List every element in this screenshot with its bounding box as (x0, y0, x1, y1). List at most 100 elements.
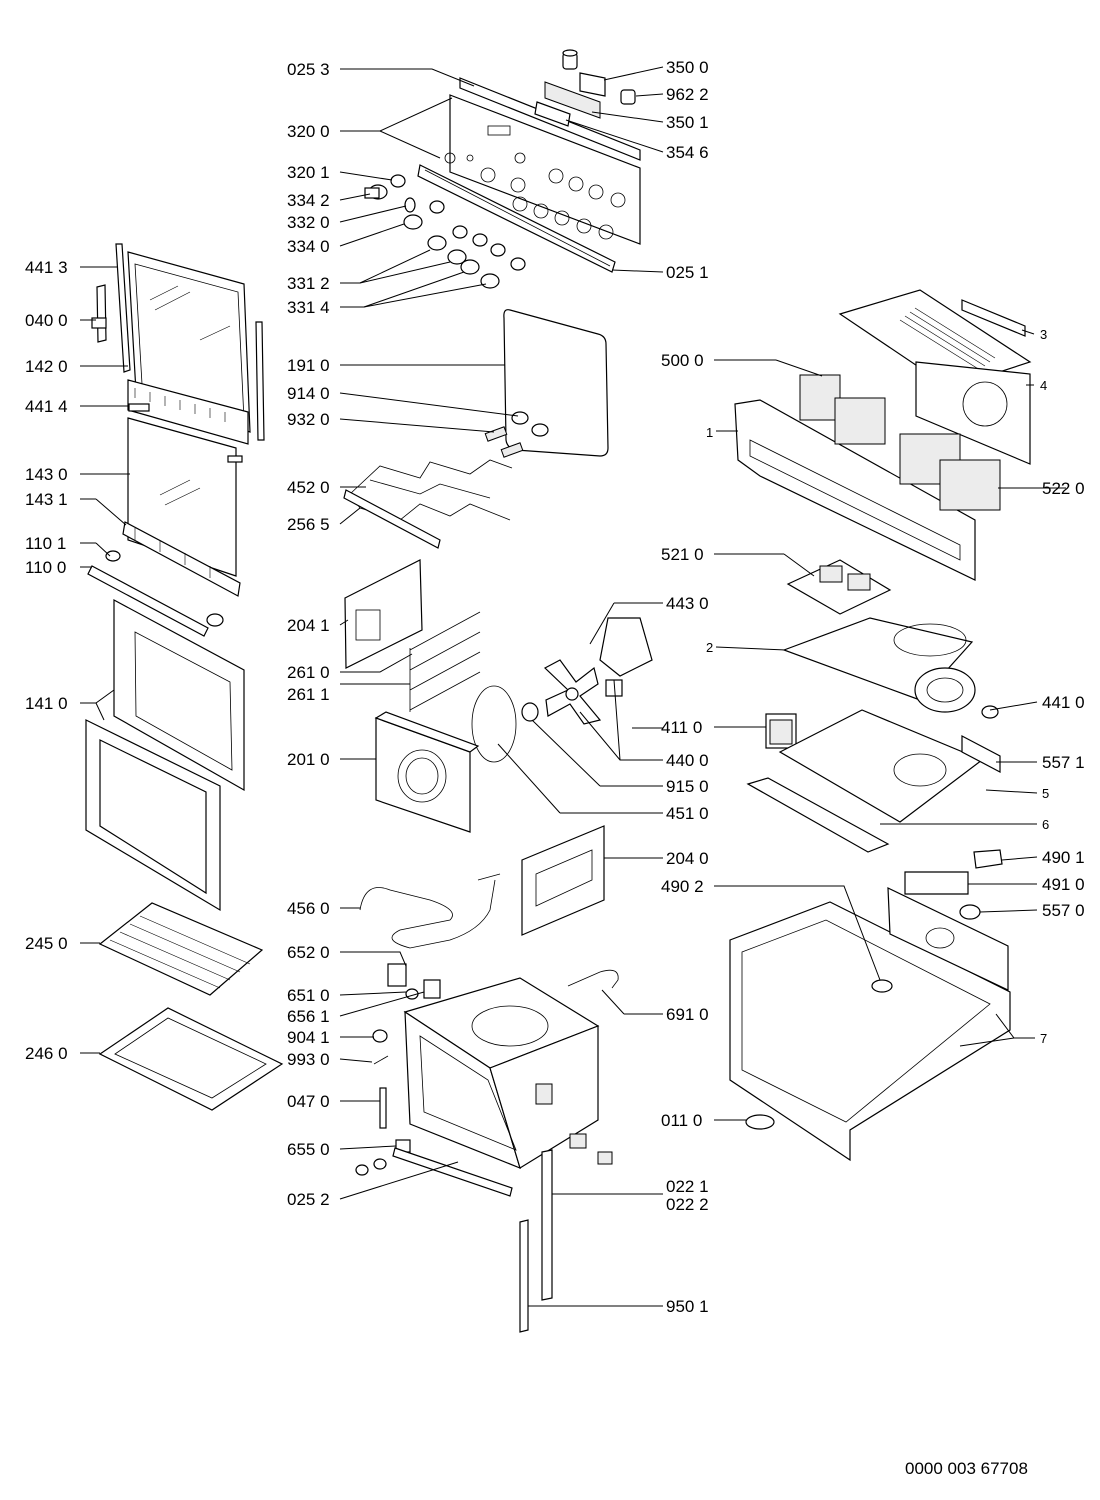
part-oven-cavity (403, 977, 613, 1170)
callout-label: 110 0 (25, 558, 66, 577)
part-fan-blade (521, 659, 602, 725)
part-door-hinge (91, 284, 107, 343)
callout-label: 456 0 (287, 899, 330, 918)
callout-label: 331 4 (287, 298, 330, 317)
callout-label: 204 1 (287, 616, 330, 635)
document-number: 0000 003 67708 (905, 1459, 1028, 1478)
part-panel-rail (417, 164, 616, 273)
callout-label: 320 0 (287, 122, 330, 141)
callout-label: 025 2 (287, 1190, 330, 1209)
callout-label: 143 1 (25, 490, 68, 509)
part-cooling-fan (914, 667, 976, 713)
callout-label: 914 0 (287, 384, 330, 403)
part-rear-bracket (521, 825, 605, 936)
callout-label: 256 5 (287, 515, 330, 534)
part-knobs-display (534, 49, 636, 127)
callout-label: 557 1 (1042, 753, 1085, 772)
part-lower-heater (359, 873, 501, 949)
part-transformer (765, 713, 797, 749)
callout-label: 201 0 (287, 750, 330, 769)
callout-label: 522 0 (1042, 479, 1085, 498)
callout-label: 191 0 (287, 356, 330, 375)
callout-label: 932 0 (287, 410, 330, 429)
callout-label: 143 0 (25, 465, 68, 484)
callout-label: 411 0 (661, 718, 702, 737)
part-front-frame (734, 374, 1001, 581)
callout-label: 904 1 (287, 1028, 330, 1047)
callout-label: 962 2 (666, 85, 709, 104)
callout-label: 025 3 (287, 60, 330, 79)
callout-label: 500 0 (661, 351, 704, 370)
callout-labels: 025 3 320 0 320 1 334 2 332 0 334 0 331 … (25, 58, 1085, 1316)
part-side-rail (519, 1149, 553, 1333)
callout-label: 204 0 (666, 849, 709, 868)
part-middle-plate (778, 709, 1001, 823)
callout-label: 141 0 (25, 694, 68, 713)
callout-label: 443 0 (666, 594, 709, 613)
callout-label: 557 0 (1042, 901, 1085, 920)
callout-label: 521 0 (661, 545, 704, 564)
callout-label: 331 2 (287, 274, 330, 293)
callout-label: 1 (706, 425, 713, 440)
part-outer-casing (729, 887, 1011, 1162)
callout-label: 441 3 (25, 258, 68, 277)
part-fan-cover (374, 711, 480, 833)
part-bottom-rail (392, 1147, 513, 1197)
part-fan-motor (599, 617, 653, 697)
callout-label: 142 0 (25, 357, 68, 376)
callout-label: 022 2 (666, 1195, 709, 1214)
callout-label: 040 0 (25, 311, 68, 330)
part-door-handle (87, 550, 224, 637)
part-shelf-support (409, 611, 481, 712)
part-circuit-board (786, 559, 892, 615)
callout-label: 5 (1042, 786, 1049, 801)
callout-label: 451 0 (666, 804, 709, 823)
callout-label: 490 1 (1042, 848, 1085, 867)
callout-label: 022 1 (666, 1177, 709, 1196)
callout-label: 490 2 (661, 877, 704, 896)
part-grill-element (343, 459, 513, 549)
part-side-panel-left (344, 559, 423, 669)
callout-label: 651 0 (287, 986, 330, 1005)
part-baking-tray (98, 1007, 284, 1111)
callout-label: 334 2 (287, 191, 330, 210)
callout-label: 261 1 (287, 685, 330, 704)
part-knob-set (364, 174, 526, 289)
part-oven-light (484, 411, 549, 458)
callout-label: 047 0 (287, 1092, 330, 1111)
part-door-gasket (503, 309, 609, 457)
part-door-seal-strip (115, 243, 265, 441)
callout-label: 441 0 (1042, 693, 1085, 712)
part-door-glass (127, 417, 243, 577)
part-terminal-block (904, 705, 1003, 920)
callout-label: 246 0 (25, 1044, 68, 1063)
callout-label: 441 4 (25, 397, 68, 416)
callout-label: 652 0 (287, 943, 330, 962)
callout-label: 350 0 (666, 58, 709, 77)
callout-label: 332 0 (287, 213, 330, 232)
callout-label: 2 (706, 640, 713, 655)
callout-label: 7 (1040, 1031, 1047, 1046)
callout-label: 950 1 (666, 1297, 709, 1316)
callout-label: 452 0 (287, 478, 330, 497)
part-circular-heater (471, 685, 517, 763)
callout-label: 655 0 (287, 1140, 330, 1159)
callout-label: 491 0 (1042, 875, 1085, 894)
part-door-top-strip (127, 379, 249, 445)
leader-lines (80, 66, 1066, 1307)
part-outer-door (85, 598, 245, 912)
callout-label: 261 0 (287, 663, 330, 682)
callout-label: 320 1 (287, 163, 330, 182)
part-wire-rack (98, 902, 264, 996)
callout-label: 6 (1042, 817, 1049, 832)
callout-label: 354 6 (666, 143, 709, 162)
callout-label: 3 (1040, 327, 1047, 342)
part-glass-strip (122, 521, 241, 597)
callout-label: 334 0 (287, 237, 330, 256)
callout-label: 350 1 (666, 113, 709, 132)
callout-label: 691 0 (666, 1005, 709, 1024)
callout-label: 245 0 (25, 934, 68, 953)
part-thermostat (567, 969, 619, 989)
